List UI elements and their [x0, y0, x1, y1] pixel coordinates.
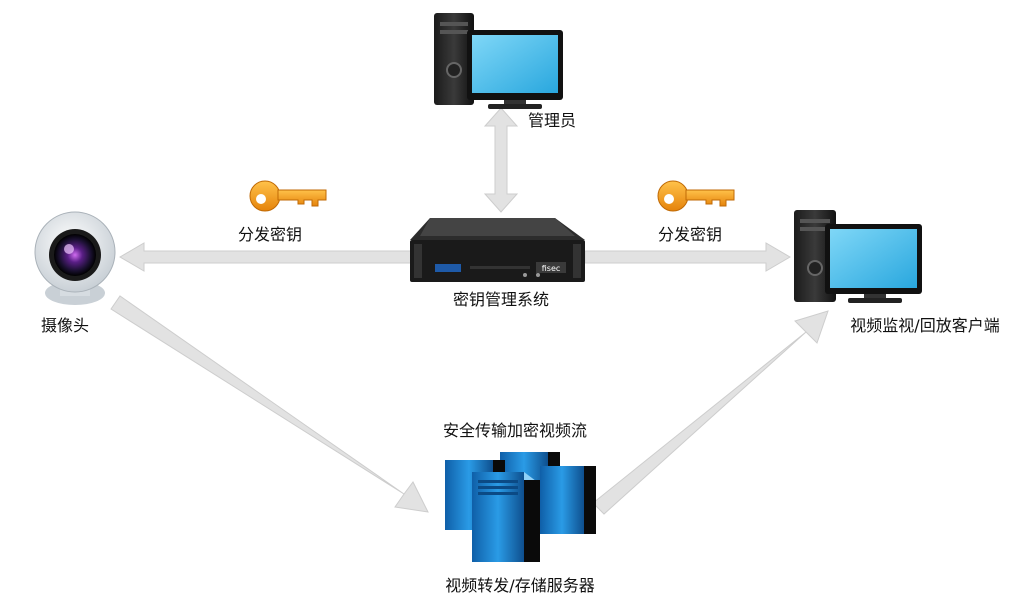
kms-brand: fisec — [542, 264, 561, 273]
kms-server-icon: fisec — [410, 218, 585, 282]
admin-label: 管理员 — [528, 111, 576, 130]
client-computer-icon — [794, 210, 922, 303]
left-key-icon — [249, 180, 327, 212]
arrow-servers-to-client — [592, 310, 829, 515]
stream-label: 安全传输加密视频流 — [443, 421, 587, 440]
left-key-label: 分发密钥 — [238, 225, 302, 244]
client-label: 视频监视/回放客户端 — [850, 316, 999, 335]
arrow-camera-to-servers — [110, 295, 429, 513]
admin-computer-icon — [434, 13, 563, 109]
arrow-kms-to-camera — [119, 242, 413, 272]
camera-icon — [34, 211, 116, 305]
arrow-admin-kms — [483, 107, 519, 213]
arrows — [110, 107, 829, 515]
kms-label: 密钥管理系统 — [453, 290, 549, 309]
arrow-kms-to-client — [584, 242, 791, 272]
camera-label: 摄像头 — [41, 316, 89, 335]
servers-label: 视频转发/存储服务器 — [445, 576, 594, 595]
storage-servers-icon — [445, 452, 596, 562]
right-key-label: 分发密钥 — [658, 225, 722, 244]
right-key-icon — [657, 180, 735, 212]
